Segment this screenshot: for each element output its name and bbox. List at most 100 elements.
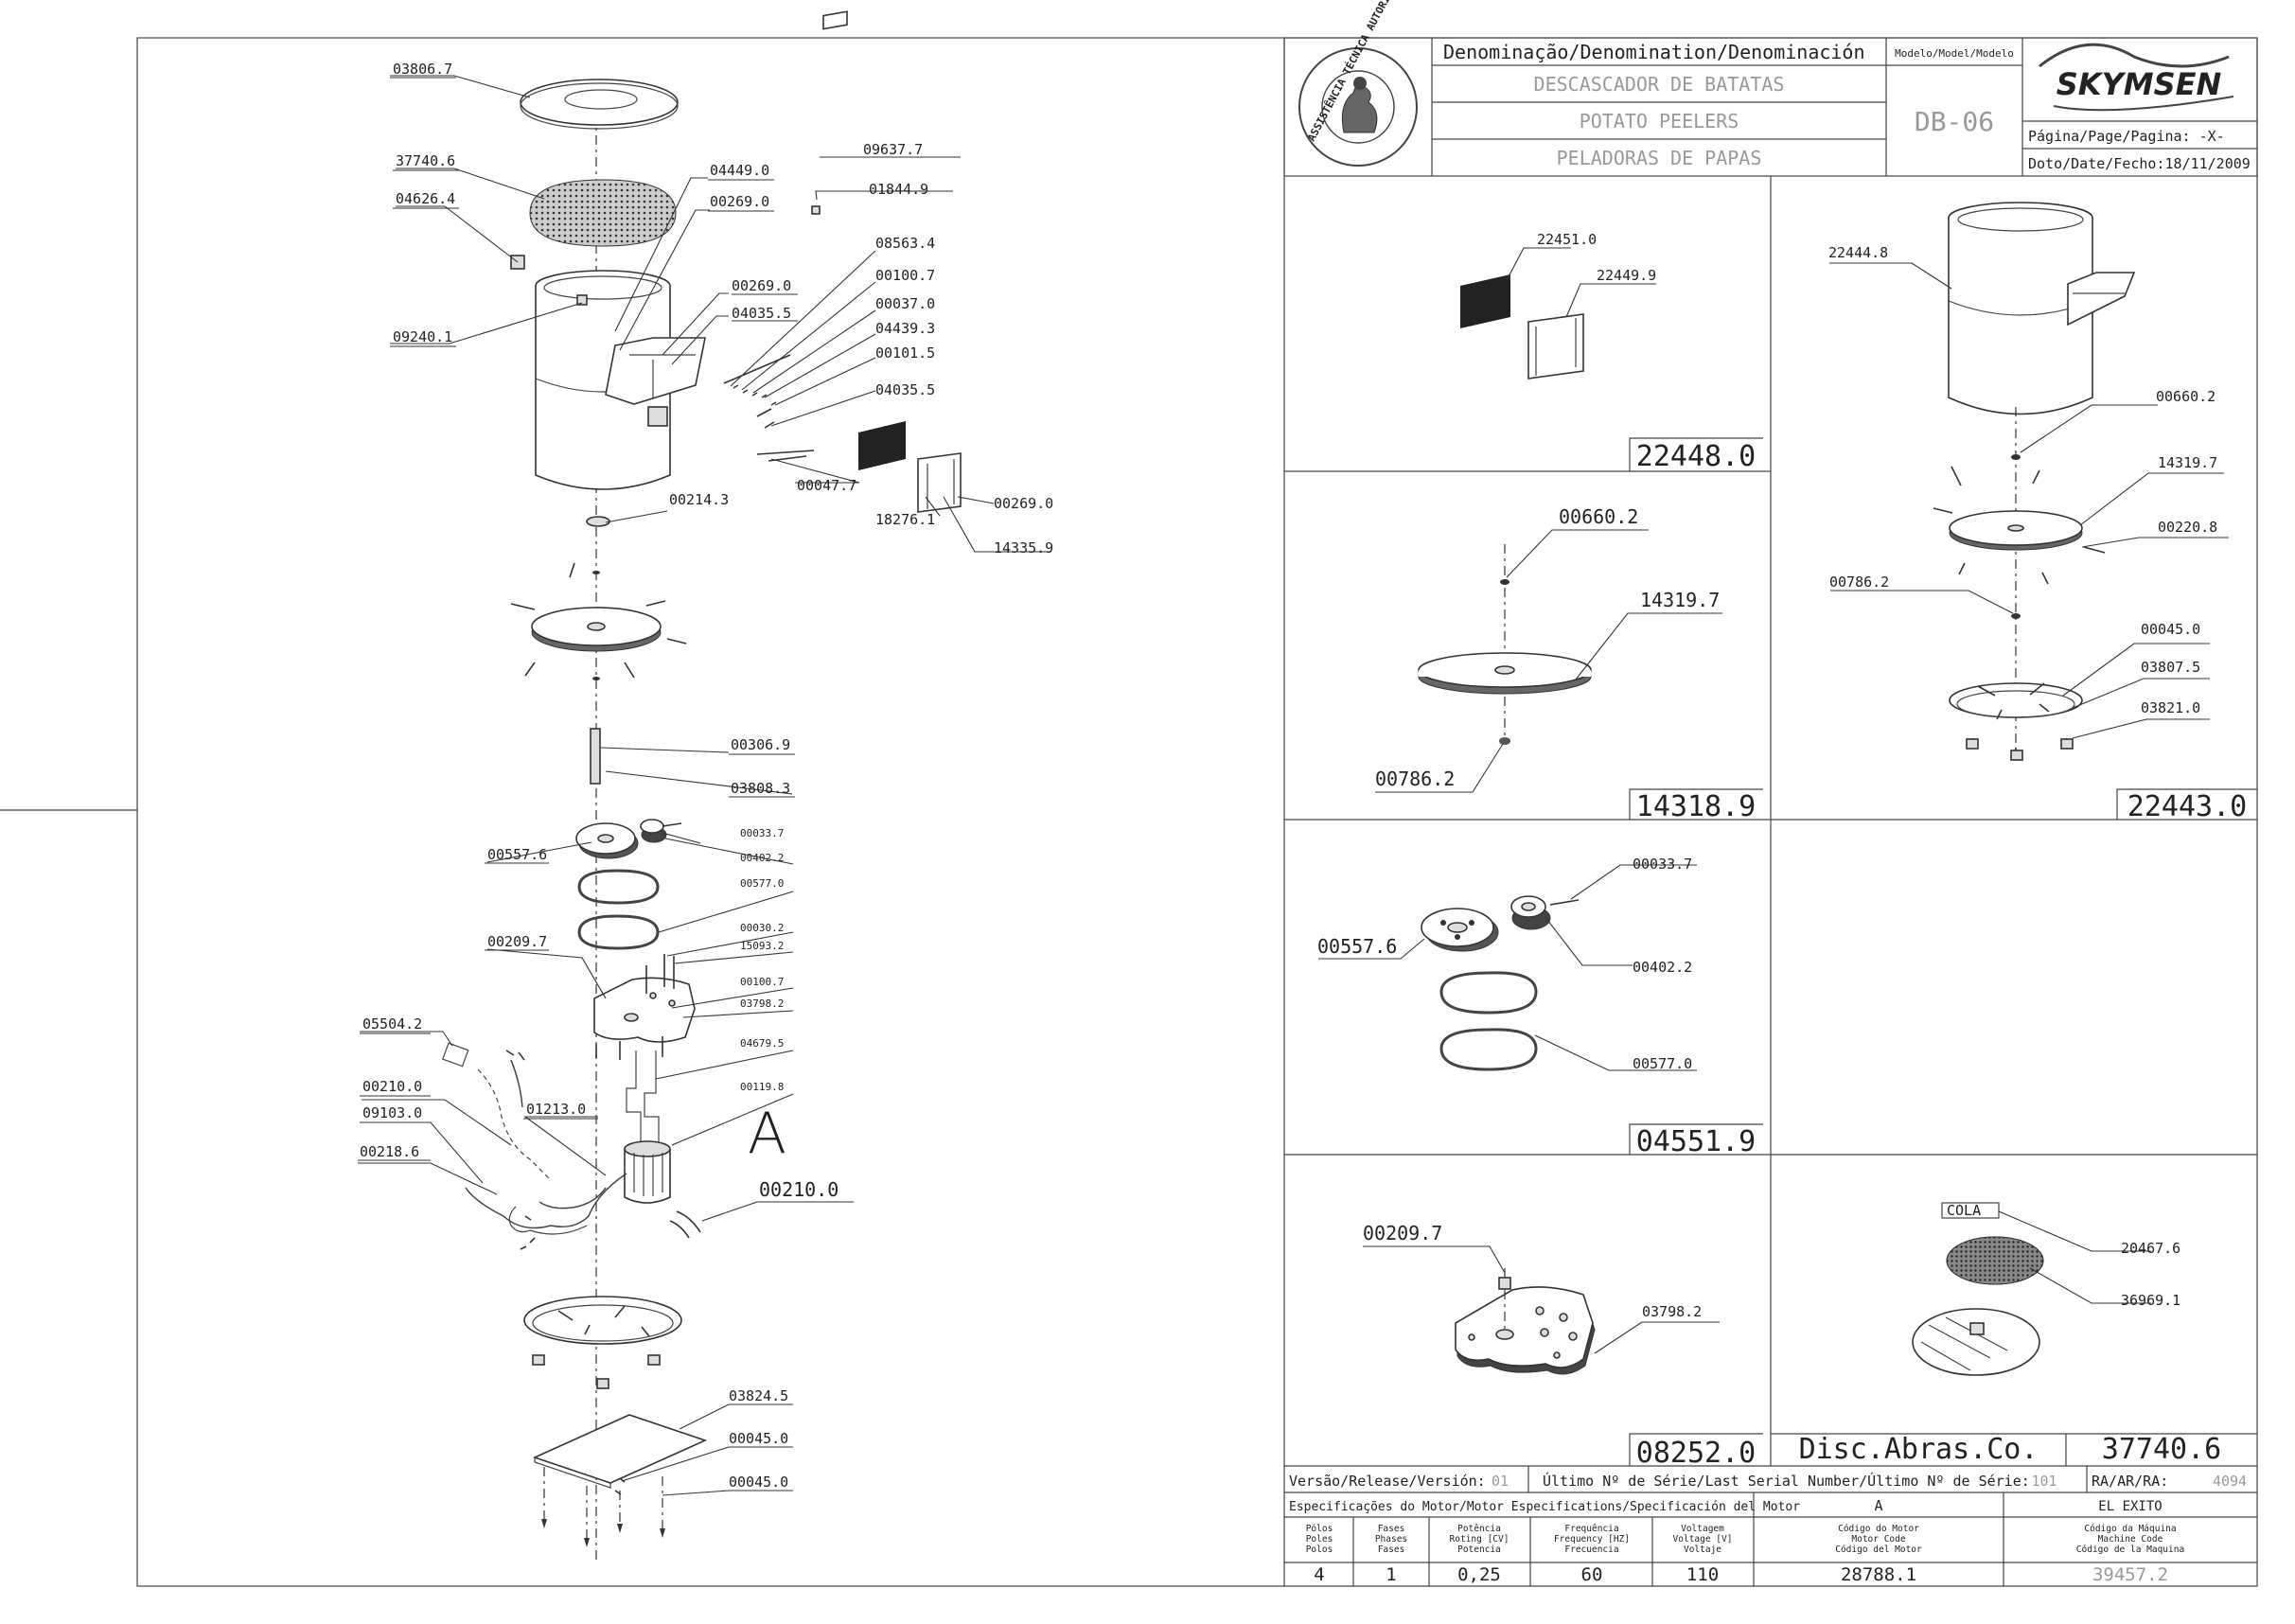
serial-value: 101 xyxy=(2031,1473,2057,1490)
main-leader-lines xyxy=(358,75,1050,1496)
model-label: Modelo/Model/Modelo xyxy=(1895,47,2014,60)
panel-6-label-1: 20467.6 xyxy=(2121,1240,2180,1257)
name-english: POTATO PEELERS xyxy=(1580,110,1739,132)
power-value: 0,25 xyxy=(1457,1564,1501,1585)
motor-code-value: 28788.1 xyxy=(1841,1564,1916,1585)
panel-4-label-2: 00402.2 xyxy=(1633,959,1692,976)
main-label-21: 00306.9 xyxy=(731,736,790,753)
panel-4-label-0: 00033.7 xyxy=(1633,856,1692,873)
main-label-4: 04449.0 xyxy=(710,162,769,179)
panel-1-label-1: 22449.9 xyxy=(1597,267,1656,284)
col-freq-es: Frecuencia xyxy=(1564,1545,1618,1555)
main-label-32: 05504.2 xyxy=(362,1015,422,1033)
panel-1-label-0: 22451.0 xyxy=(1537,231,1597,248)
col-volt-es: Voltaje xyxy=(1684,1545,1721,1555)
name-spanish: PELADORAS DE PAPAS xyxy=(1557,147,1762,169)
main-label-15: 04035.5 xyxy=(875,381,935,398)
phases-value: 1 xyxy=(1386,1564,1396,1585)
main-label-39: 00210.0 xyxy=(759,1178,839,1201)
main-label-2: 04626.4 xyxy=(396,190,455,207)
main-label-36: 09103.0 xyxy=(362,1104,422,1121)
panel-3-label-3: 00220.8 xyxy=(2158,519,2217,536)
motor-spec-label: Especificações do Motor/Motor Especifica… xyxy=(1289,1500,1800,1514)
panel-6-label-0: COLA xyxy=(1947,1202,1981,1219)
panel-3-label-6: 03807.5 xyxy=(2141,659,2200,676)
main-label-19: 14335.9 xyxy=(994,539,1053,556)
frequency-value: 60 xyxy=(1581,1564,1603,1585)
main-label-1: 37740.6 xyxy=(396,152,455,169)
panel-1-drawing xyxy=(1460,247,1656,380)
machine-code-value: 39457.2 xyxy=(2092,1564,2168,1585)
brand-logo: SKYMSEN xyxy=(2039,43,2234,112)
col-freq-en: Frequency [HZ] xyxy=(1554,1534,1630,1545)
denomination-label: Denominação/Denomination/Denominación xyxy=(1443,41,1865,63)
main-label-38: 00218.6 xyxy=(360,1143,419,1160)
ra-value: 4094 xyxy=(2213,1473,2247,1490)
version-value: 01 xyxy=(1492,1473,1509,1490)
col-motor-code-pt: Código do Motor xyxy=(1838,1524,1919,1534)
main-label-7: 01844.9 xyxy=(869,181,928,198)
col-machine-code-es: Código de la Maquina xyxy=(2076,1545,2184,1555)
authorized-service-stamp: ASSISTÊNCIA TÉCNICA AUTORIZADA xyxy=(1298,0,1418,167)
panel-3-code: 22443.0 xyxy=(2127,790,2247,823)
main-label-26: 00577.0 xyxy=(740,877,784,890)
label-underlines xyxy=(358,77,854,1203)
panel-3-label-1: 00660.2 xyxy=(2156,388,2216,405)
main-label-18: 18276.1 xyxy=(875,511,935,528)
col-power-es: Potencia xyxy=(1457,1545,1501,1555)
poles-value: 4 xyxy=(1314,1564,1324,1585)
panel-4-code: 04551.9 xyxy=(1636,1125,1756,1158)
main-label-13: 04439.3 xyxy=(875,320,935,337)
motor-letter: A xyxy=(1874,1497,1882,1514)
col-power-pt: Potência xyxy=(1457,1524,1501,1534)
main-label-17: 00269.0 xyxy=(994,495,1053,512)
panel-5-code: 08252.0 xyxy=(1636,1437,1756,1470)
col-machine-code-pt: Código da Máquina xyxy=(2084,1524,2176,1534)
panel-3-label-0: 22444.8 xyxy=(1828,244,1888,261)
main-label-41: 00045.0 xyxy=(729,1430,788,1447)
page-value: -X- xyxy=(2199,128,2225,145)
main-label-29: 15093.2 xyxy=(740,940,784,952)
col-phases-en: Phases xyxy=(1375,1534,1407,1545)
date-label: Doto/Date/Fecho:18/11/2009 xyxy=(2028,155,2251,172)
main-label-34: 00119.8 xyxy=(740,1081,784,1093)
col-motor-code-en: Motor Code xyxy=(1851,1534,1905,1545)
panel-2-label-0: 00660.2 xyxy=(1559,505,1638,528)
main-label-12: 00037.0 xyxy=(875,295,935,312)
panel-5-label-1: 03798.2 xyxy=(1642,1303,1702,1320)
main-label-8: 00269.0 xyxy=(732,277,791,294)
main-label-3: 09240.1 xyxy=(393,328,452,345)
main-label-22: 03808.3 xyxy=(731,780,790,797)
version-label: Versão/Release/Versión: xyxy=(1289,1473,1486,1490)
main-label-30: 00100.7 xyxy=(740,976,784,988)
panel-5-drawing xyxy=(1363,1245,1720,1375)
main-label-35: 00210.0 xyxy=(362,1078,422,1095)
machine-name: EL EXITO xyxy=(2098,1499,2162,1514)
col-phases-pt: Fases xyxy=(1378,1524,1405,1534)
name-portuguese: DESCASCADOR DE BATATAS xyxy=(1534,73,1785,96)
col-poles-pt: Pólos xyxy=(1306,1524,1333,1534)
main-label-11: 00100.7 xyxy=(875,267,935,284)
main-label-24: 00033.7 xyxy=(740,827,784,839)
panel-3-drawing xyxy=(1829,202,2229,761)
col-motor-code-es: Código del Motor xyxy=(1835,1545,1922,1555)
col-freq-pt: Frequência xyxy=(1564,1524,1618,1534)
panel-3-label-4: 00786.2 xyxy=(1829,574,1889,591)
main-label-6: 09637.7 xyxy=(863,141,923,158)
col-volt-en: Voltage [V] xyxy=(1673,1534,1733,1545)
ra-label: RA/AR/RA: xyxy=(2092,1473,2168,1490)
main-label-33: 04679.5 xyxy=(740,1037,784,1050)
panel-grid xyxy=(1284,176,2257,1467)
panel-4-label-1: 00557.6 xyxy=(1317,935,1397,958)
model-value: DB-06 xyxy=(1915,106,1994,137)
panel-6-drawing xyxy=(1912,1202,2151,1376)
main-label-10: 08563.4 xyxy=(875,235,935,252)
main-label-42: 00045.0 xyxy=(729,1474,788,1491)
motor-letter-callout: A xyxy=(748,1101,786,1167)
main-label-37: 01213.0 xyxy=(526,1101,586,1118)
main-labels: 03806.7 37740.6 04626.4 09240.1 04449.0 … xyxy=(360,61,1053,1491)
main-label-27: 00209.7 xyxy=(487,933,547,950)
col-phases-es: Fases xyxy=(1378,1545,1405,1555)
serial-label: Último Nº de Série/Last Serial Number/Úl… xyxy=(1543,1472,2030,1490)
date-label-text: Doto/Date/Fecho: xyxy=(2028,155,2165,172)
